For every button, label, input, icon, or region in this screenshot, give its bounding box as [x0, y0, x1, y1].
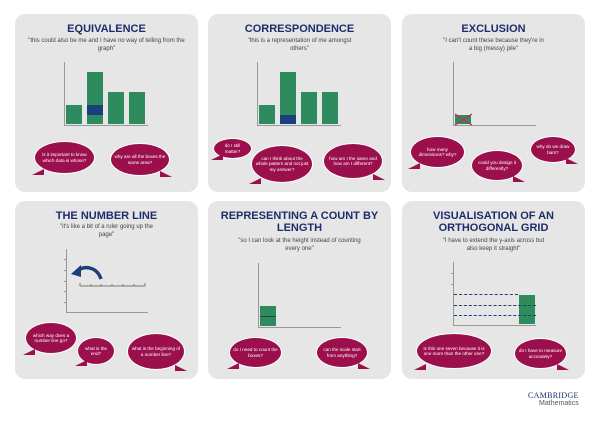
- speech-bubble: do I still matter?: [211, 138, 252, 160]
- speech-bubble: do I have to measure accurately?: [514, 338, 569, 370]
- ruler-line: [79, 283, 146, 287]
- panel-quote: "this is a representation of me amongst …: [247, 38, 352, 52]
- bar: [279, 71, 297, 125]
- logo-line-1: CAMBRIDGE: [528, 391, 579, 400]
- speech-bubble: can I think about the whole pattern and …: [249, 145, 313, 184]
- y-axis: [453, 262, 454, 325]
- cross-icon: [454, 113, 473, 126]
- x-axis: [453, 325, 536, 326]
- panel-quote: "I can't count these because they're in …: [443, 38, 544, 52]
- x-axis: [64, 125, 148, 126]
- speech-bubble: why do we draw bars?: [530, 136, 578, 164]
- x-axis: [258, 327, 341, 328]
- speech-bubble: could you design it differently?: [471, 150, 525, 182]
- highlight-segment: [87, 105, 103, 115]
- panel-title: CORRESPONDENCE: [244, 23, 355, 35]
- bar: [321, 91, 339, 125]
- bar: [65, 104, 83, 125]
- speech-bubble: which way does a number line go?: [23, 322, 77, 355]
- panel-quote: "I have to extend the y-axis across but …: [442, 238, 545, 252]
- panel-quote: "it's like a bit of a ruler going up the…: [60, 224, 153, 238]
- grid-line: [454, 294, 518, 295]
- panel-exclusion: EXCLUSION "I can't count these because t…: [402, 14, 585, 192]
- bar: [128, 91, 146, 125]
- bar: [258, 104, 276, 125]
- cambridge-mathematics-logo: CAMBRIDGE Mathematics: [528, 391, 579, 407]
- bar: [86, 71, 104, 125]
- panel-title: EXCLUSION: [461, 23, 526, 35]
- y-axis: [257, 62, 258, 125]
- y-axis: [64, 62, 65, 125]
- speech-bubble: can the scale start from anything?: [316, 337, 370, 369]
- speech-bubble: why are all the boxes the same area?: [110, 143, 172, 177]
- speech-bubble: what is the beginning of a number line?: [127, 333, 187, 371]
- x-axis: [453, 125, 536, 126]
- bar: [107, 91, 125, 125]
- grid-line: [454, 305, 536, 306]
- panel-correspondence: CORRESPONDENCE "this is a representation…: [208, 14, 391, 192]
- speech-bubble: how many dimensions? why?: [408, 136, 465, 169]
- x-axis: [257, 125, 341, 126]
- panel-orthogonal-grid: VISUALISATION OF AN ORTHOGONAL GRID "I h…: [402, 201, 585, 379]
- curved-arrow-icon: [71, 265, 103, 280]
- panel-quote: "so I can look at the height instead of …: [238, 238, 361, 252]
- bar: [300, 91, 318, 125]
- panel-title: VISUALISATION OF AN ORTHOGONAL GRID: [433, 210, 554, 234]
- y-axis: [66, 249, 67, 312]
- bar: [259, 305, 277, 327]
- y-axis: [453, 62, 454, 125]
- speech-bubble: is it important to know which data is wh…: [32, 141, 95, 175]
- grid-line: [454, 315, 536, 316]
- panel-title: EQUIVALENCE: [67, 23, 146, 35]
- panel-title: REPRESENTING A COUNT BY LENGTH: [220, 210, 379, 234]
- highlight-segment: [280, 115, 296, 124]
- panel-equivalence: EQUIVALENCE "this could also be me and I…: [15, 14, 198, 192]
- x-axis: [66, 312, 148, 313]
- panel-count-by-length: REPRESENTING A COUNT BY LENGTH "so I can…: [208, 201, 391, 379]
- panel-quote: "this could also be me and I have no way…: [28, 38, 185, 52]
- panel-title: THE NUMBER LINE: [55, 210, 158, 222]
- speech-bubble: how am I the same and how am I different…: [323, 143, 385, 180]
- bar: [518, 294, 536, 325]
- y-axis: [258, 263, 259, 327]
- speech-bubble: do I need to count the boxes?: [227, 337, 282, 369]
- speech-bubble: is this one seven because it is one more…: [414, 333, 492, 370]
- speech-bubble: what is the end?: [75, 337, 115, 366]
- logo-line-2: Mathematics: [539, 400, 579, 407]
- panel-number-line: THE NUMBER LINE "it's like a bit of a ru…: [15, 201, 198, 379]
